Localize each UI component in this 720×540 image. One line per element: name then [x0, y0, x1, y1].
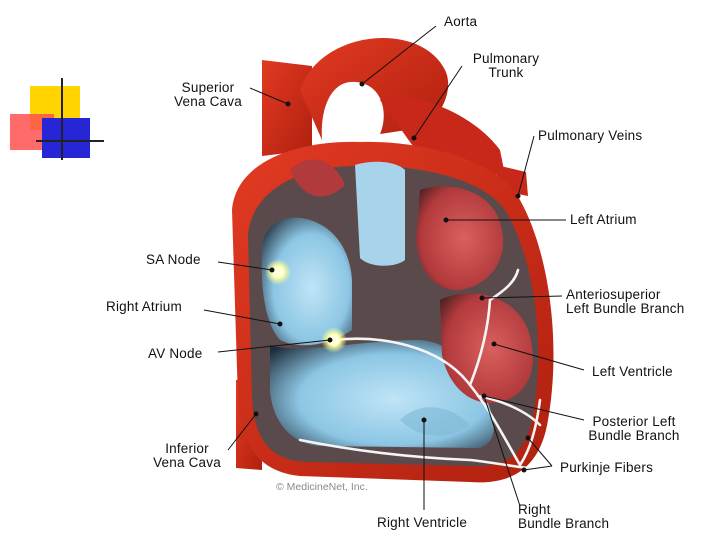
label-right-ventricle: Right Ventricle	[377, 516, 467, 530]
label-sa-node: SA Node	[146, 253, 201, 267]
leader-dot-superior-vena-cava	[286, 102, 290, 106]
leader-dot-purkinje-2	[522, 468, 526, 472]
leader-dot-purkinje-1	[526, 436, 530, 440]
leader-dot-aorta	[360, 82, 364, 86]
label-left-ventricle: Left Ventricle	[592, 365, 673, 379]
leader-dot-sa-node	[270, 268, 274, 272]
label-anteriosuperior-left-bundle-branch: Anteriosuperior Left Bundle Branch	[566, 288, 684, 316]
leader-dot-right-ventricle	[422, 418, 426, 422]
svc-inflow-channel	[355, 162, 405, 266]
leader-dot-left-atrium	[444, 218, 448, 222]
label-right-bundle-branch: Right Bundle Branch	[518, 503, 609, 531]
leader-dot-anteriosuperior	[480, 296, 484, 300]
sa-node	[273, 267, 283, 277]
label-inferior-vena-cava: Inferior Vena Cava	[146, 442, 228, 470]
leader-dot-inferior-vena-cava	[254, 412, 258, 416]
label-purkinje-fibers: Purkinje Fibers	[560, 461, 653, 475]
label-right-atrium: Right Atrium	[106, 300, 182, 314]
label-superior-vena-cava: Superior Vena Cava	[162, 81, 254, 109]
label-pulmonary-trunk: Pulmonary Trunk	[464, 52, 548, 80]
label-aorta: Aorta	[444, 15, 477, 29]
leader-dot-pulmonary-veins	[516, 194, 520, 198]
label-pulmonary-veins: Pulmonary Veins	[538, 129, 642, 143]
superior-vena-cava-vessel	[262, 60, 312, 156]
label-av-node: AV Node	[148, 347, 202, 361]
label-left-atrium: Left Atrium	[570, 213, 637, 227]
label-posterior-left-bundle-branch: Posterior Left Bundle Branch	[578, 415, 690, 443]
leader-dot-right-atrium	[278, 322, 282, 326]
leader-dot-left-ventricle	[492, 342, 496, 346]
leader-dot-av-node	[328, 338, 332, 342]
watermark-text: © MedicineNet, Inc.	[276, 481, 368, 493]
leader-dot-pulmonary-trunk	[412, 136, 416, 140]
